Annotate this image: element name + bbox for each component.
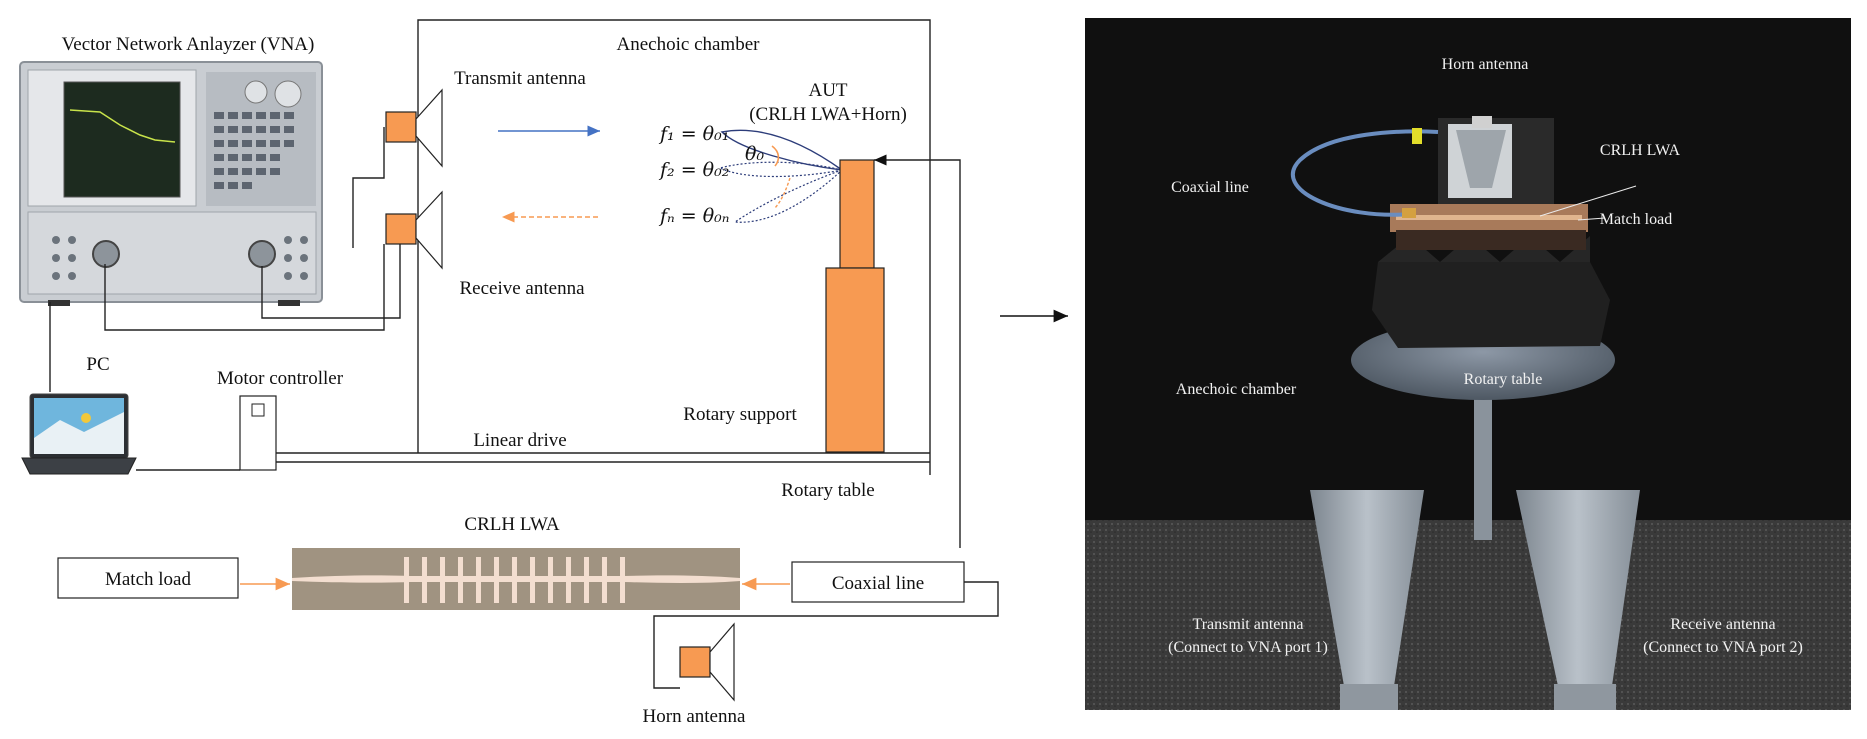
equation-f2: f₂ = θ₀₂ [658, 159, 729, 181]
pc-laptop [21, 393, 137, 475]
coaxial-line-label: Coaxial line [832, 573, 924, 594]
match-load-pointer-line [1577, 217, 1606, 221]
anechoic-chamber-outline [417, 19, 931, 475]
photo-receive-antenna-label: Receive antenna [1670, 616, 1775, 633]
vna-instrument [19, 61, 323, 306]
photo-match-load-label: Match load [1600, 211, 1672, 228]
cable-vna-to-transmit [352, 127, 385, 248]
horn-antenna-bottom [679, 622, 735, 702]
photo-coaxial-line-label: Coaxial line [1171, 179, 1249, 196]
photo-anechoic-chamber-label: Anechoic chamber [1176, 381, 1297, 398]
vna-title: Vector Network Anlayzer (VNA) [62, 34, 315, 55]
measurement-photo [1085, 18, 1851, 710]
crlh-pointer-line [1539, 185, 1637, 217]
aut-sublabel: (CRLH LWA+Horn) [749, 104, 907, 125]
transmit-antenna-horn [385, 88, 443, 168]
motor-controller-label: Motor controller [217, 368, 344, 389]
radiation-beams [718, 129, 843, 223]
photo-crlh-lwa-label: CRLH LWA [1600, 142, 1681, 159]
rotary-support-label: Rotary support [683, 404, 797, 425]
match-load-label: Match load [105, 569, 192, 590]
horn-antenna-label: Horn antenna [643, 706, 746, 727]
rotary-table-label: Rotary table [781, 480, 874, 501]
rotary-support [825, 159, 885, 453]
motor-controller-box [239, 395, 277, 471]
linear-drive-label: Linear drive [473, 430, 566, 451]
pc-label: PC [86, 354, 109, 375]
photo-rotary-table-label: Rotary table [1464, 371, 1543, 388]
crlh-lwa-title: CRLH LWA [464, 514, 559, 535]
match-load-box [57, 557, 239, 599]
motor-controller-display [251, 403, 265, 417]
photo-receive-antenna-port: (Connect to VNA port 2) [1643, 639, 1803, 656]
equation-fn: fₙ = θ₀ₙ [658, 205, 730, 227]
receive-antenna-horn [385, 190, 443, 270]
crlh-lwa-board [292, 548, 740, 610]
cable-to-aut [874, 154, 961, 548]
equation-f1: f₁ = θ₀₁ [658, 123, 729, 145]
aut-label: AUT [808, 80, 847, 101]
coaxial-line-box [791, 561, 965, 603]
photo-transmit-antenna-label: Transmit antenna [1193, 616, 1304, 633]
photo-horn-antenna-label: Horn antenna [1442, 56, 1529, 73]
cable-coax-to-horn [653, 581, 999, 689]
theta0-label: θ₀ [745, 143, 764, 165]
cable-vna-to-receive [104, 244, 385, 331]
cable-vna-port2 [261, 244, 401, 319]
anechoic-chamber-label: Anechoic chamber [617, 34, 761, 55]
photo-transmit-antenna-port: (Connect to VNA port 1) [1168, 639, 1328, 656]
receive-antenna-label: Receive antenna [459, 278, 585, 299]
transmit-antenna-label: Transmit antenna [454, 68, 586, 89]
